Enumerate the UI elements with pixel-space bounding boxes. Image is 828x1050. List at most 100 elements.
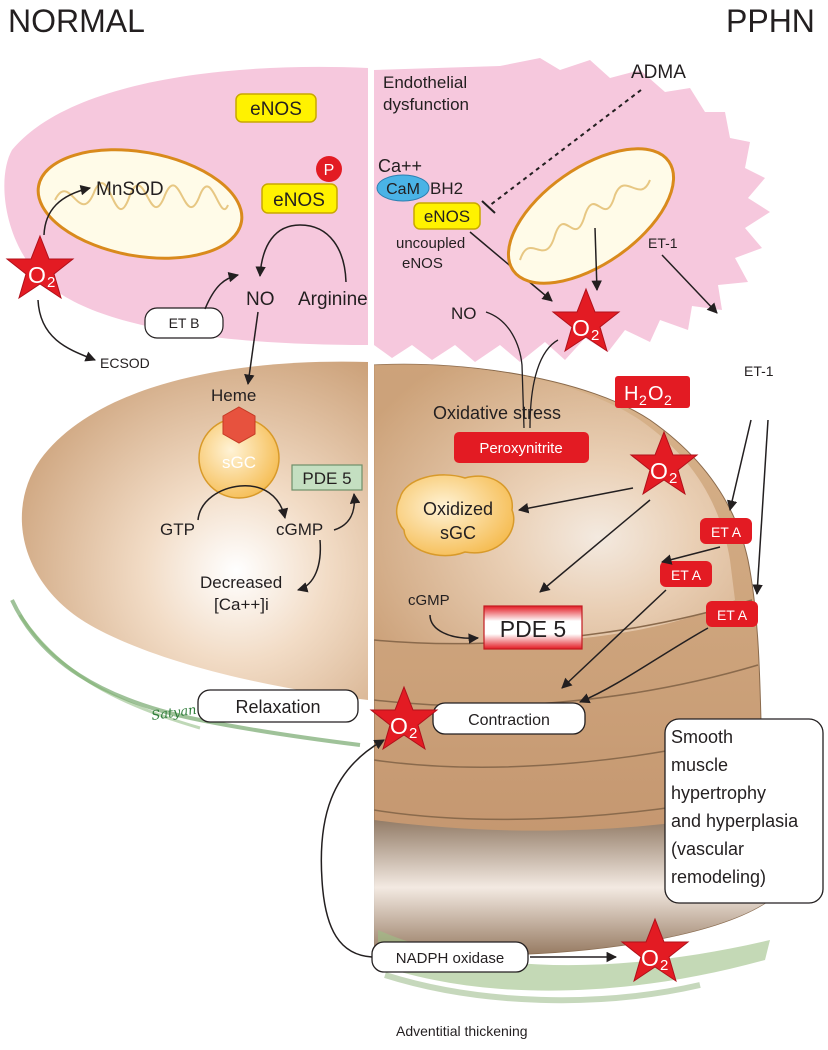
arrow-eta3-contraction — [579, 627, 709, 704]
cgmp-label-normal: cGMP — [276, 520, 323, 539]
svg-text:H: H — [624, 383, 638, 405]
relaxation-box: Relaxation — [197, 689, 359, 723]
eta-box-2: ET A — [660, 561, 712, 587]
arrow-et1-eta3 — [752, 419, 769, 596]
arginine-label: Arginine — [298, 289, 368, 310]
etb-label: ET B — [169, 315, 200, 331]
cgmp-label-pphn: cGMP — [408, 592, 450, 609]
uncoupled-label-2: eNOS — [402, 255, 443, 272]
adma-label: ADMA — [631, 62, 686, 83]
bh2-label: BH2 — [430, 179, 463, 198]
arrow-etb-no — [204, 272, 240, 310]
adventitial-label: Adventitial thickening — [396, 1023, 528, 1039]
o2-star-pphn-2: O 2 — [630, 431, 698, 495]
oxidative-stress-label: Oxidative stress — [433, 403, 561, 423]
svg-text:ET A: ET A — [671, 567, 702, 583]
svg-text:O: O — [572, 315, 590, 341]
oxidized-sgc: Oxidized sGC — [395, 474, 515, 557]
pde5-normal-box: PDE 5 — [291, 464, 363, 491]
enos-pphn-box: eNOS — [413, 202, 481, 230]
arrow-gtp-cgmp — [197, 485, 289, 521]
phosphate-label: P — [324, 162, 335, 179]
arrow-o2-oxidized-sgc — [517, 487, 634, 514]
arrow-et1-out — [661, 254, 718, 314]
svg-text:O: O — [650, 458, 668, 484]
h2o2-box: H 2 O 2 — [615, 376, 690, 408]
o2-star-nadph: O 2 — [621, 918, 689, 982]
arrow-cgmp-pde5 — [333, 492, 361, 531]
sgc-normal: sGC — [198, 406, 280, 499]
enos-phos-label: eNOS — [273, 190, 325, 211]
svg-text:muscle: muscle — [671, 755, 728, 775]
center-divider — [368, 40, 374, 1040]
gtp-label: GTP — [160, 520, 195, 539]
arrow-o2-ecsod — [37, 299, 96, 362]
arrow-eta1-eta2 — [660, 546, 721, 565]
enos-phosphorylated-box: eNOS P — [261, 156, 342, 214]
inhibit-bar — [481, 200, 496, 214]
arrow-eta2-contraction — [561, 589, 667, 689]
no-label-pphn: NO — [451, 304, 477, 323]
svg-text:(vascular: (vascular — [671, 839, 744, 859]
svg-text:Smooth: Smooth — [671, 727, 733, 747]
eta-box-3: ET A — [706, 601, 758, 627]
line-o2-peroxynitrite — [529, 339, 559, 429]
pde5-label-normal: PDE 5 — [302, 469, 351, 488]
header-normal: NORMAL — [8, 3, 145, 39]
pde5-label-pphn: PDE 5 — [500, 616, 566, 642]
arrow-no-heme — [244, 311, 259, 386]
ca-i-label: [Ca++]i — [214, 595, 269, 614]
ca-label-pphn: Ca++ — [378, 156, 422, 176]
svg-text:2: 2 — [639, 392, 647, 408]
arrow-et1-eta1 — [727, 419, 752, 512]
phosphate-icon — [316, 156, 342, 182]
remodeling-box: Smooth muscle hypertrophy and hyperplasi… — [664, 718, 824, 904]
heme-label: Heme — [211, 386, 256, 405]
et1-inner-label: ET-1 — [648, 235, 678, 251]
svg-text:hypertrophy: hypertrophy — [671, 783, 766, 803]
oxidized-label-2: sGC — [440, 523, 476, 543]
et1-outer-label: ET-1 — [744, 363, 774, 379]
svg-text:2: 2 — [591, 327, 599, 344]
mitochondrion-pphn — [506, 147, 676, 285]
eta-box-1: ET A — [700, 518, 752, 544]
smooth-muscle-normal — [21, 361, 369, 700]
o2-star-contraction: O 2 — [370, 686, 438, 750]
enos-top-box: eNOS — [235, 93, 317, 123]
svg-text:remodeling): remodeling) — [671, 867, 766, 887]
nadph-oxidase-box: NADPH oxidase — [371, 941, 529, 973]
ecsod-label: ECSOD — [100, 355, 150, 371]
mitochondrion-normal — [36, 148, 244, 260]
uncoupled-label-1: uncoupled — [396, 235, 465, 252]
decreased-label: Decreased — [200, 573, 282, 592]
pde5-pphn-box: PDE 5 — [483, 605, 583, 650]
sgc-label-normal: sGC — [222, 453, 256, 472]
endothelial-label-1: Endothelial — [383, 73, 467, 92]
contraction-box: Contraction — [432, 702, 586, 735]
relaxation-label: Relaxation — [235, 697, 320, 717]
svg-text:O: O — [28, 262, 46, 288]
enos-top-label: eNOS — [250, 99, 302, 120]
arrow-nadph-o2-contraction — [320, 739, 385, 958]
line-no-peroxynitrite — [485, 311, 525, 429]
cam-icon: CaM — [376, 174, 430, 202]
oxidized-label-1: Oxidized — [423, 499, 493, 519]
svg-text:ET A: ET A — [711, 524, 742, 540]
signature: Satyan — [150, 703, 197, 724]
heme-icon — [222, 406, 256, 444]
arrow-arginine-no — [255, 224, 347, 283]
peroxynitrite-box: Peroxynitrite — [454, 432, 589, 463]
arrow-mito-o2 — [591, 227, 602, 292]
enos-pphn-label: eNOS — [424, 207, 470, 226]
o2-star-pphn-1: O 2 — [552, 288, 620, 352]
arrow-cgmp-ca — [296, 539, 322, 593]
arrow-o2-mnsod — [43, 185, 92, 236]
svg-text:2: 2 — [409, 725, 417, 742]
svg-text:2: 2 — [669, 470, 677, 487]
peroxynitrite-label: Peroxynitrite — [479, 440, 562, 457]
svg-text:and hyperplasia: and hyperplasia — [671, 811, 799, 831]
etb-box: ET B — [144, 307, 224, 339]
svg-text:O: O — [648, 383, 664, 405]
svg-text:2: 2 — [47, 274, 55, 291]
